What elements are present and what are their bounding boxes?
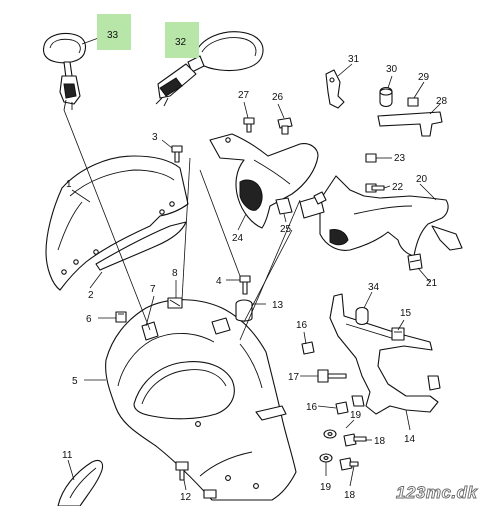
bolt-17[interactable] bbox=[317, 369, 347, 383]
callout-28[interactable]: 28 bbox=[436, 96, 448, 107]
clip-8[interactable] bbox=[167, 297, 183, 309]
callout-4[interactable]: 4 bbox=[216, 276, 222, 287]
callout-13[interactable]: 13 bbox=[272, 300, 284, 311]
mirror-right-32[interactable] bbox=[155, 31, 264, 107]
callout-12[interactable]: 12 bbox=[180, 492, 192, 503]
stay-14[interactable] bbox=[329, 293, 441, 415]
callout-24[interactable]: 24 bbox=[232, 233, 244, 244]
callout-17[interactable]: 17 bbox=[288, 372, 300, 383]
screw-4[interactable] bbox=[239, 275, 251, 295]
washer-19b[interactable] bbox=[319, 453, 333, 463]
callout-6[interactable]: 6 bbox=[86, 314, 92, 325]
callout-21[interactable]: 21 bbox=[426, 278, 438, 289]
callout-19b[interactable]: 19 bbox=[320, 482, 332, 493]
grommet-29[interactable] bbox=[407, 97, 419, 107]
watermark-logo: 123mc.dk bbox=[396, 483, 479, 502]
callout-16b[interactable]: 16 bbox=[306, 402, 318, 413]
callout-8[interactable]: 8 bbox=[172, 268, 178, 279]
clip-7[interactable] bbox=[141, 321, 159, 341]
callout-18b[interactable]: 18 bbox=[344, 490, 356, 501]
callout-25[interactable]: 25 bbox=[280, 224, 292, 235]
meter-panel-24[interactable] bbox=[209, 133, 319, 229]
callout-30[interactable]: 30 bbox=[386, 64, 398, 75]
screw-27[interactable] bbox=[243, 117, 255, 133]
stay-20[interactable] bbox=[299, 175, 463, 257]
callout-18a[interactable]: 18 bbox=[374, 436, 386, 447]
bracket-31[interactable] bbox=[325, 69, 345, 109]
callout-19a[interactable]: 19 bbox=[350, 410, 362, 421]
screw-23[interactable] bbox=[365, 153, 377, 163]
callout-7[interactable]: 7 bbox=[150, 284, 156, 295]
collar-13b bbox=[211, 317, 231, 335]
upper-cowling-5[interactable] bbox=[105, 299, 297, 501]
mirror-left-33[interactable] bbox=[42, 32, 87, 111]
callout-11[interactable]: 11 bbox=[62, 450, 73, 461]
nut-16a[interactable] bbox=[301, 341, 315, 355]
bolt-18b[interactable] bbox=[339, 457, 359, 471]
callout-16a[interactable]: 16 bbox=[296, 320, 308, 331]
callout-2[interactable]: 2 bbox=[88, 290, 94, 301]
damper-15[interactable] bbox=[391, 327, 405, 341]
callout-20[interactable]: 20 bbox=[416, 174, 428, 185]
callout-15[interactable]: 15 bbox=[400, 308, 412, 319]
bolt-bottom bbox=[203, 489, 217, 499]
damper-13[interactable] bbox=[235, 299, 253, 322]
bracket-21[interactable] bbox=[407, 253, 423, 271]
screw-26[interactable] bbox=[277, 117, 293, 135]
callout-1[interactable]: 1 bbox=[66, 179, 72, 190]
nut-16b[interactable] bbox=[335, 401, 349, 415]
callout-32[interactable]: 32 bbox=[175, 37, 187, 48]
windscreen-trim-2[interactable] bbox=[95, 221, 187, 271]
callout-27[interactable]: 27 bbox=[238, 90, 250, 101]
callout-3[interactable]: 3 bbox=[152, 132, 158, 143]
collar-30[interactable] bbox=[379, 86, 393, 108]
callout-29[interactable]: 29 bbox=[418, 72, 430, 83]
highlight-box-33 bbox=[97, 14, 131, 50]
bracket-25[interactable] bbox=[275, 197, 293, 215]
bracket-28[interactable] bbox=[377, 111, 443, 137]
callout-14[interactable]: 14 bbox=[404, 434, 416, 445]
screw-22[interactable] bbox=[365, 183, 385, 193]
callout-33[interactable]: 33 bbox=[107, 30, 119, 41]
callout-5[interactable]: 5 bbox=[72, 376, 78, 387]
grommet-6[interactable] bbox=[115, 311, 127, 323]
washer-19a[interactable] bbox=[323, 429, 337, 439]
bolt-3[interactable] bbox=[171, 145, 183, 163]
callout-34[interactable]: 34 bbox=[368, 282, 380, 293]
highlight-box-32 bbox=[165, 22, 199, 58]
callout-31[interactable]: 31 bbox=[348, 54, 360, 65]
windscreen-1[interactable] bbox=[45, 155, 189, 291]
side-cowling-11[interactable] bbox=[57, 459, 104, 506]
bolt-18a[interactable] bbox=[343, 433, 367, 447]
callout-26[interactable]: 26 bbox=[272, 92, 284, 103]
callout-labels: 33 32 1 2 3 4 5 6 7 8 11 12 13 14 15 16 … bbox=[62, 30, 448, 503]
callout-22[interactable]: 22 bbox=[392, 182, 404, 193]
side-cover-5b bbox=[255, 405, 287, 421]
collar-34[interactable] bbox=[355, 306, 369, 326]
callout-23[interactable]: 23 bbox=[394, 153, 406, 164]
leader-lines bbox=[63, 35, 441, 491]
